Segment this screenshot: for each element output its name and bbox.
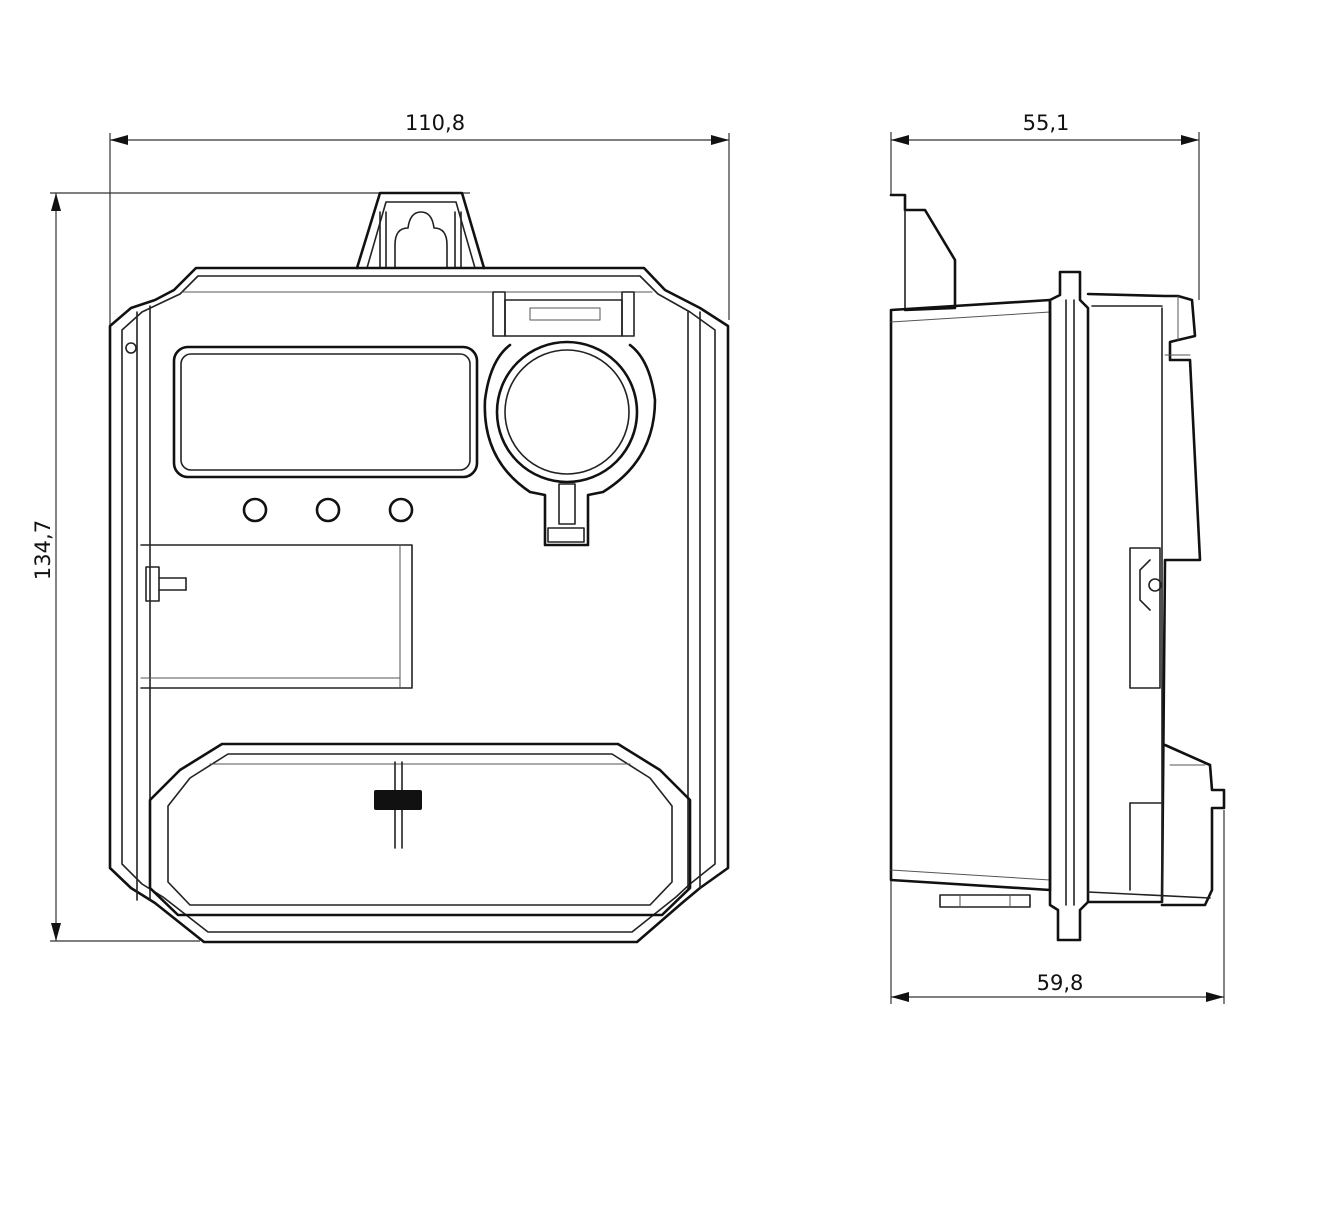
front-width-label: 110,8 [405,111,465,135]
seal-screw [374,790,422,810]
side-bottom-depth-label: 59,8 [1037,971,1084,995]
optical-port-ring [495,340,639,484]
housing-outline [108,266,730,944]
side-flange [1048,270,1090,942]
led-indicator-1 [242,497,268,523]
dimension-front-width: 110,8 [109,111,730,330]
side-view [889,193,1226,942]
dimension-side-bottom-depth: 59,8 [890,810,1225,1004]
terminal-cover [148,742,692,917]
side-front-cover [1086,292,1202,904]
side-body-outline [889,298,1052,892]
optical-port [483,291,657,547]
front-view [108,191,730,944]
nameplate-area [140,544,413,689]
screw-hole [125,342,137,354]
front-height-label: 134,7 [31,520,55,580]
side-top-depth-label: 55,1 [1023,111,1070,135]
dimension-front-height: 134,7 [31,192,470,942]
led-indicator-3 [388,497,414,523]
led-indicator-2 [315,497,341,523]
side-hanging-hook [889,193,957,312]
dimension-side-top-depth: 55,1 [890,111,1200,300]
display-window [172,345,479,479]
side-terminal-cover [1160,743,1226,907]
hanging-hook [355,191,486,270]
